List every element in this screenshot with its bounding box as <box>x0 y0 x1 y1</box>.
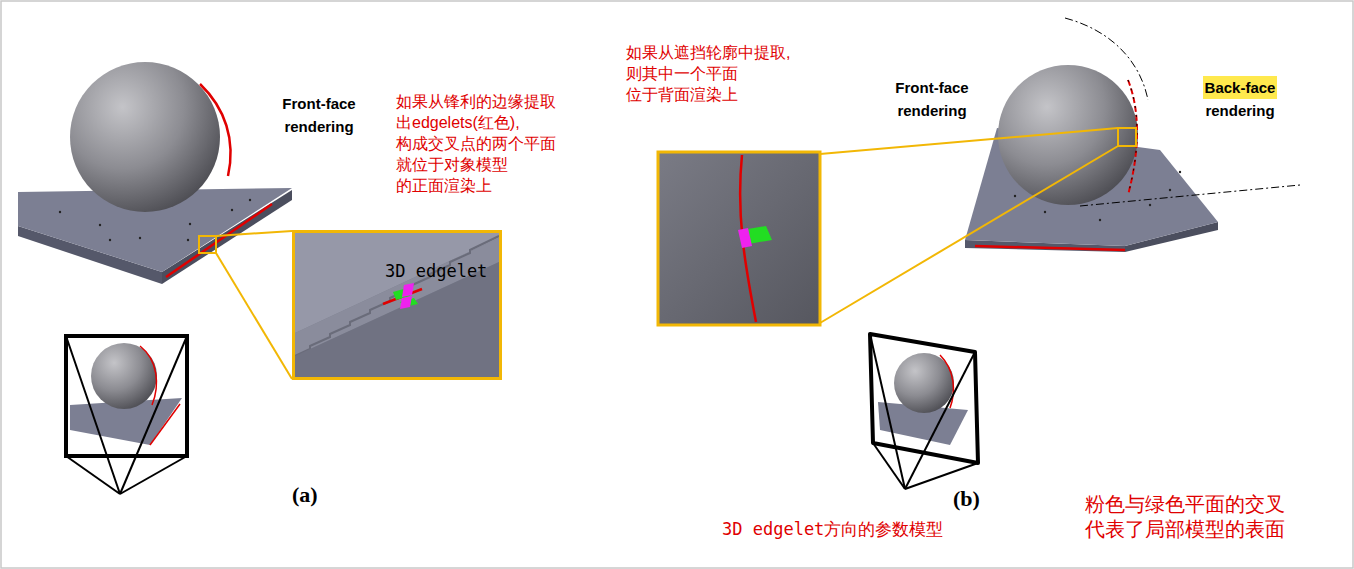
zoom-box: 3D edgelet <box>292 230 502 380</box>
panel-letter: (a) <box>292 482 318 508</box>
view-label: Back-face rendering <box>1186 76 1294 122</box>
note-text: 如果从遮挡轮廓中提取, 则其中一个平面 位于背面渲染上 <box>626 42 790 105</box>
panel-letter: (b) <box>953 486 980 512</box>
caption-text: 3D edgelet方向的参数模型 <box>722 518 943 541</box>
zoom-label: 3D edgelet <box>385 261 487 281</box>
view-label: Front-face rendering <box>266 92 372 138</box>
view-label: Front-face rendering <box>878 76 986 122</box>
note-text: 如果从锋利的边缘提取 出edgelets(红色), 构成交叉点的两个平面 就位于… <box>396 91 556 196</box>
note-text: 粉色与绿色平面的交叉 代表了局部模型的表面 <box>1085 492 1285 542</box>
